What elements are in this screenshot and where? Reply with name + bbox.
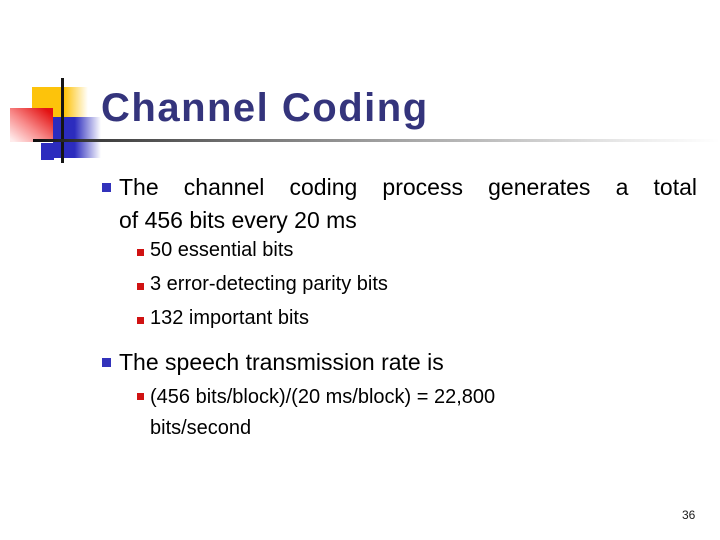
decor-vertical-line	[61, 78, 64, 163]
red-square-bullet-icon	[137, 393, 144, 400]
decor-blue-square-small	[41, 143, 54, 160]
blue-square-bullet-icon	[102, 358, 111, 367]
sub-bullet-3: 132 important bits	[137, 306, 388, 331]
title-underline-rule	[33, 139, 720, 142]
bullet-1-line-1: The channel coding process generates a t…	[119, 174, 697, 200]
bullet-2-text: The speech transmission rate is	[119, 349, 444, 375]
rate-line-2: bits/second	[150, 417, 252, 439]
page-number: 36	[682, 508, 696, 522]
sub-bullet-rate: (456 bits/block)/(20 ms/block) = 22,800 …	[137, 382, 496, 444]
sub-bullet-1-text: 50 essential bits	[150, 239, 294, 261]
sub-bullet-3-text: 132 important bits	[150, 307, 309, 329]
red-square-bullet-icon	[137, 317, 144, 324]
sub-bullet-2: 3 error-detecting parity bits	[137, 272, 388, 297]
decor-red-square	[10, 108, 53, 142]
blue-square-bullet-icon	[102, 183, 111, 192]
decor-blue-square	[53, 117, 101, 158]
bullet-1-line-2: of 456 bits every 20 ms	[119, 207, 357, 233]
sub-bullet-list: 50 essential bits 3 error-detecting pari…	[137, 238, 388, 340]
slide-title: Channel Coding	[101, 86, 429, 130]
red-square-bullet-icon	[137, 249, 144, 256]
sub-bullet-2-text: 3 error-detecting parity bits	[150, 273, 388, 295]
rate-line-1: (456 bits/block)/(20 ms/block) = 22,800	[150, 386, 496, 408]
bullet-point-1: The channel coding process generates a t…	[102, 171, 697, 237]
sub-bullet-1: 50 essential bits	[137, 238, 388, 263]
decor-yellow-square	[32, 87, 88, 118]
bullet-point-2: The speech transmission rate is	[102, 346, 697, 379]
red-square-bullet-icon	[137, 283, 144, 290]
